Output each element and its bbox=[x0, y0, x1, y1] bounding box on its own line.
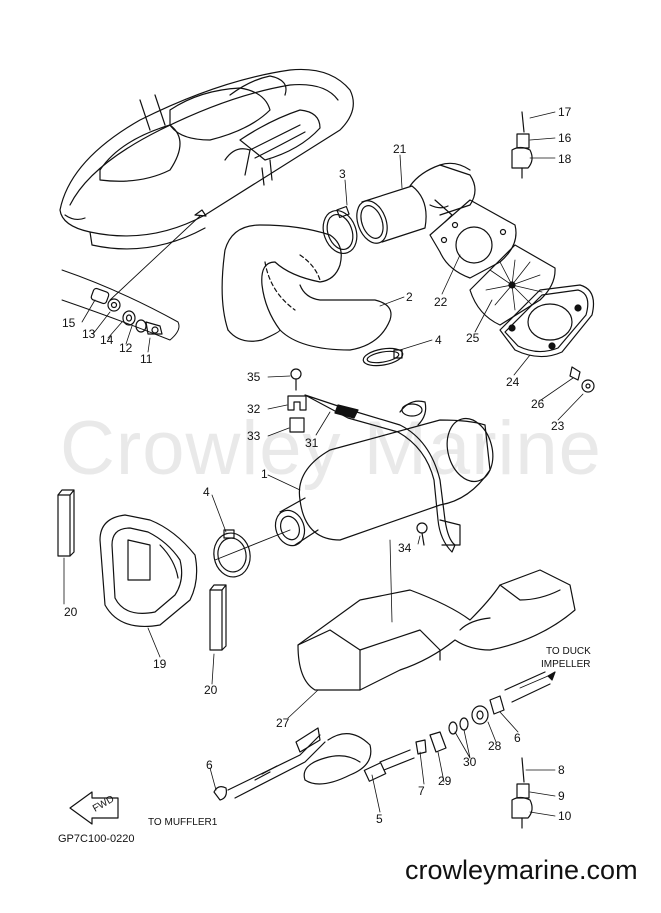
exhaust-hose-2 bbox=[221, 224, 392, 351]
callout-30: 30 bbox=[463, 755, 477, 769]
foam-strip-20-left bbox=[57, 489, 75, 557]
callout-24: 24 bbox=[506, 375, 520, 389]
inlet-fitting-inset bbox=[61, 269, 180, 341]
callout-11: 11 bbox=[140, 352, 153, 366]
callout-8: 8 bbox=[558, 763, 565, 777]
gasket-25 bbox=[469, 244, 556, 326]
rubber-boot-19 bbox=[99, 514, 198, 628]
callout-21: 21 bbox=[393, 142, 407, 156]
fittings-7-30 bbox=[415, 671, 551, 755]
callout-26: 26 bbox=[531, 397, 545, 411]
watermark: Crowley Marine bbox=[60, 406, 602, 491]
callout-32: 32 bbox=[247, 402, 261, 416]
hose-clamp-4-lower bbox=[213, 529, 251, 578]
callout-28: 28 bbox=[488, 739, 502, 753]
callout-25: 25 bbox=[466, 331, 480, 345]
gasket-22 bbox=[429, 199, 517, 279]
leader-lines bbox=[63, 111, 584, 817]
callout-12: 12 bbox=[119, 341, 133, 355]
callout-numbers: 17 16 18 21 3 2 22 25 24 26 23 4 35 32 3… bbox=[62, 105, 591, 828]
exhaust-joint-21 bbox=[356, 162, 476, 244]
callout-22: 22 bbox=[434, 295, 448, 309]
foam-cradle-27 bbox=[297, 569, 576, 691]
callout-20-left: 20 bbox=[64, 605, 78, 619]
callout-10: 10 bbox=[558, 809, 572, 823]
callout-29: 29 bbox=[438, 774, 452, 788]
water-hose-assembly bbox=[213, 727, 415, 801]
fwd-label: FWD bbox=[91, 794, 116, 815]
diagram-code: GP7C100-0220 bbox=[58, 833, 135, 845]
callout-17: 17 bbox=[558, 105, 572, 119]
callout-33: 33 bbox=[247, 429, 261, 443]
strap-31 bbox=[304, 394, 461, 553]
callout-6-left: 6 bbox=[206, 758, 213, 772]
callout-13: 13 bbox=[82, 327, 96, 341]
note-to-duck-line1: TO DUCK bbox=[546, 646, 591, 657]
callout-4-lower: 4 bbox=[203, 485, 210, 499]
callout-35: 35 bbox=[247, 370, 261, 384]
callout-4-upper: 4 bbox=[435, 333, 442, 347]
callout-14: 14 bbox=[100, 333, 114, 347]
flange-24 bbox=[499, 284, 595, 358]
callout-2: 2 bbox=[406, 290, 413, 304]
callout-34: 34 bbox=[398, 541, 412, 555]
hose-clamp-4-upper bbox=[362, 347, 404, 367]
callout-1: 1 bbox=[261, 467, 268, 481]
note-to-muffler: TO MUFFLER1 bbox=[148, 817, 218, 828]
callout-16: 16 bbox=[558, 131, 572, 145]
hose-clamp-3 bbox=[322, 205, 358, 254]
callout-3: 3 bbox=[339, 167, 346, 181]
muffler-1 bbox=[274, 400, 494, 547]
callout-15: 15 bbox=[62, 316, 76, 330]
hose-clip-8-10 bbox=[511, 757, 533, 829]
foam-strip-20-right bbox=[209, 584, 227, 651]
callout-18: 18 bbox=[558, 152, 572, 166]
hose-clip-16-18 bbox=[511, 111, 533, 179]
fasteners-26-23 bbox=[569, 366, 595, 393]
bolt-34 bbox=[416, 522, 428, 546]
callout-6-right: 6 bbox=[514, 731, 521, 745]
callout-5: 5 bbox=[376, 812, 383, 826]
bracket-fasteners-32-35 bbox=[287, 368, 307, 433]
note-to-duck-line2: IMPELLER bbox=[541, 659, 590, 670]
callout-19: 19 bbox=[153, 657, 167, 671]
fwd-arrow-icon bbox=[69, 791, 119, 825]
callout-20-right: 20 bbox=[204, 683, 218, 697]
callout-7: 7 bbox=[418, 784, 425, 798]
watercraft-illustration bbox=[59, 68, 354, 250]
callout-27: 27 bbox=[276, 716, 290, 730]
callout-23: 23 bbox=[551, 419, 565, 433]
callout-31: 31 bbox=[305, 436, 319, 450]
callout-9: 9 bbox=[558, 789, 565, 803]
website-footer: crowleymarine.com bbox=[405, 855, 638, 885]
